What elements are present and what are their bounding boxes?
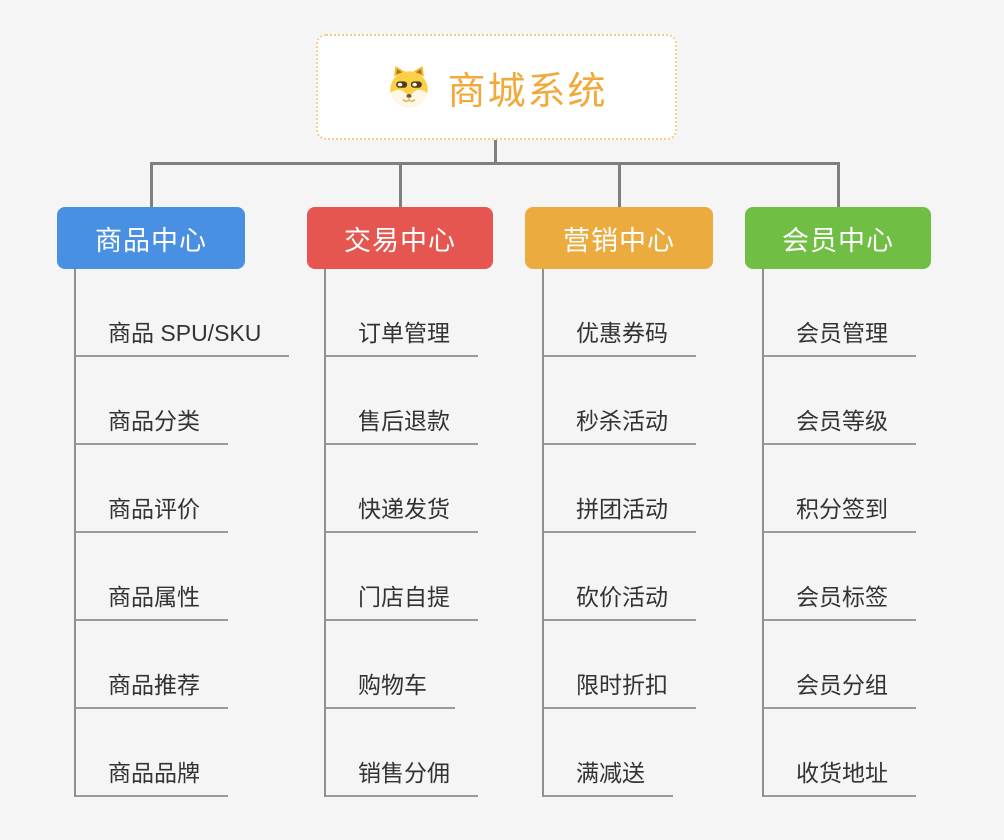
connector-branch-drop [149, 162, 153, 208]
connector-branch-drop [836, 162, 840, 208]
topic-item-label: 售后退款 [358, 408, 450, 434]
topic-list: 优惠券码秒杀活动拼团活动砍价活动限时折扣满减送 [542, 269, 696, 797]
branch-label: 营销中心 [563, 225, 675, 256]
topic-item[interactable]: 快递发货 [326, 445, 478, 533]
connector-branch-drop [398, 162, 402, 208]
topic-item-label: 砍价活动 [576, 584, 668, 610]
topic-item[interactable]: 订单管理 [326, 269, 478, 357]
topic-item-label: 商品品牌 [108, 760, 200, 786]
branch-node[interactable]: 会员中心 [745, 207, 931, 269]
topic-item-label: 门店自提 [358, 584, 450, 610]
topic-item[interactable]: 商品评价 [76, 445, 228, 533]
branch-label: 会员中心 [782, 225, 894, 256]
topic-item-label: 商品属性 [108, 584, 200, 610]
branch-node[interactable]: 交易中心 [307, 207, 493, 269]
topic-item[interactable]: 拼团活动 [544, 445, 696, 533]
topic-item-label: 会员标签 [796, 584, 888, 610]
topic-item-label: 满减送 [576, 760, 645, 786]
topic-item-label: 商品分类 [108, 408, 200, 434]
topic-item-label: 限时折扣 [576, 672, 668, 698]
topic-item-label: 购物车 [358, 672, 427, 698]
topic-item-label: 收货地址 [796, 760, 888, 786]
topic-item[interactable]: 积分签到 [764, 445, 916, 533]
branch-label: 交易中心 [344, 225, 456, 256]
topic-item-label: 商品 SPU/SKU [108, 320, 262, 346]
topic-item[interactable]: 会员标签 [764, 533, 916, 621]
topic-item[interactable]: 销售分佣 [326, 709, 478, 797]
topic-item[interactable]: 会员管理 [764, 269, 916, 357]
topic-item-label: 销售分佣 [358, 760, 450, 786]
topic-item[interactable]: 商品 SPU/SKU [76, 269, 290, 357]
topic-item[interactable]: 秒杀活动 [544, 357, 696, 445]
connector-branch-drop [617, 162, 621, 208]
topic-item[interactable]: 会员等级 [764, 357, 916, 445]
topic-item-label: 秒杀活动 [576, 408, 668, 434]
root-node[interactable]: 商城系统 [316, 34, 677, 140]
topic-item-label: 拼团活动 [576, 496, 668, 522]
topic-item[interactable]: 满减送 [544, 709, 673, 797]
topic-item-label: 商品评价 [108, 496, 200, 522]
topic-item-label: 积分签到 [796, 496, 888, 522]
branch-node[interactable]: 商品中心 [57, 207, 245, 269]
topic-item[interactable]: 商品品牌 [76, 709, 228, 797]
connector-rail [150, 162, 840, 165]
topic-item[interactable]: 收货地址 [764, 709, 916, 797]
root-title: 商城系统 [447, 70, 608, 113]
topic-item-label: 会员等级 [796, 408, 888, 434]
branch-label: 商品中心 [95, 225, 207, 256]
topic-item-label: 快递发货 [358, 496, 450, 522]
topic-item[interactable]: 商品推荐 [76, 621, 228, 709]
shiba-dog-icon [385, 65, 433, 109]
topic-list: 订单管理售后退款快递发货门店自提购物车销售分佣 [324, 269, 478, 797]
topic-item-label: 会员分组 [796, 672, 888, 698]
topic-item-label: 订单管理 [358, 320, 450, 346]
topic-item-label: 优惠券码 [576, 320, 668, 346]
topic-item-label: 会员管理 [796, 320, 888, 346]
topic-item[interactable]: 优惠券码 [544, 269, 696, 357]
topic-list: 会员管理会员等级积分签到会员标签会员分组收货地址 [762, 269, 916, 797]
topic-item[interactable]: 售后退款 [326, 357, 478, 445]
topic-item[interactable]: 购物车 [326, 621, 455, 709]
branch-node[interactable]: 营销中心 [525, 207, 713, 269]
topic-item[interactable]: 砍价活动 [544, 533, 696, 621]
topic-item[interactable]: 会员分组 [764, 621, 916, 709]
topic-item[interactable]: 商品分类 [76, 357, 228, 445]
topic-list: 商品 SPU/SKU 商品分类商品评价商品属性商品推荐商品品牌 [74, 269, 290, 797]
topic-item[interactable]: 商品属性 [76, 533, 228, 621]
topic-item[interactable]: 门店自提 [326, 533, 478, 621]
topic-item[interactable]: 限时折扣 [544, 621, 696, 709]
topic-item-label: 商品推荐 [108, 672, 200, 698]
connector-root-drop [494, 140, 497, 165]
